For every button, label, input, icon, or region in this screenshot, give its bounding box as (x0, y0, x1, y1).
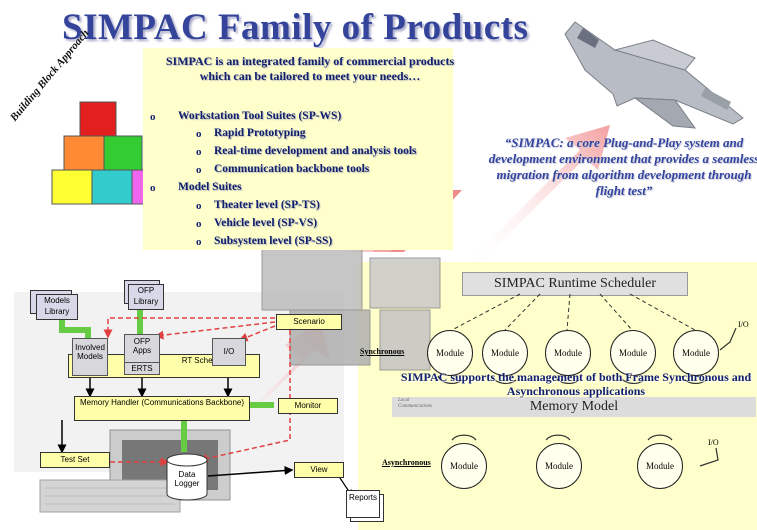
memory-handler-box: Memory Handler (Communications Backbone) (74, 396, 250, 421)
green-arrow-models (59, 318, 91, 338)
bullet-realtime-tools: Real-time development and analysis tools (214, 145, 417, 157)
fighter-jet-image (564, 21, 744, 129)
reports-box: Reports (346, 490, 380, 518)
ofp-library-box: OFP Library (128, 284, 164, 310)
migration-arrow-right (470, 125, 610, 268)
bullet-circle-icon: o (150, 111, 156, 123)
rt-scheduler-label: RT Scheduler (181, 356, 231, 365)
scenario-box: Scenario (276, 314, 342, 330)
involved-models-box: Involved Models (72, 338, 108, 376)
local-communications-label: Local Communications (398, 398, 432, 409)
block-cyan (91, 169, 133, 205)
bullet-circle-icon: o (150, 182, 156, 194)
data-logger-cylinder (166, 453, 208, 501)
monitor-box: Monitor (278, 398, 338, 414)
bullet-model-suites: Model Suites (178, 181, 242, 193)
test-set-box: Test Set (40, 452, 110, 468)
block-yellow (51, 169, 93, 205)
block-green (103, 135, 143, 171)
bullet-vehicle-level: Vehicle level (SP-VS) (214, 217, 318, 229)
bullet-subsystem-level: Subsystem level (SP-SS) (214, 235, 333, 247)
intro-text: SIMPAC is an integrated family of commer… (165, 54, 455, 83)
sync-module-4: Module (610, 330, 656, 376)
simpac-quote: “SIMPAC: a core Plug-and-Play system and… (488, 135, 757, 198)
bullet-rapid-prototyping: Rapid Prototyping (214, 127, 306, 139)
synchronous-label: Synchronous (360, 347, 405, 356)
bullet-theater-level: Theater level (SP-TS) (214, 199, 320, 211)
view-box: View (294, 462, 344, 478)
async-module-2: Module (536, 443, 582, 489)
data-logger-label: Data Logger (174, 470, 200, 488)
sync-module-1: Module (427, 330, 473, 376)
bullet-circle-icon: o (196, 218, 202, 230)
bullet-circle-icon: o (196, 200, 202, 212)
runtime-scheduler-box: SIMPAC Runtime Scheduler (462, 272, 688, 296)
bullet-comm-backbone-tools: Communication backbone tools (214, 163, 370, 175)
simulator-image (261, 239, 441, 371)
description-panel (143, 48, 453, 250)
async-module-1: Module (441, 443, 487, 489)
support-statement: SIMPAC supports the management of both F… (400, 370, 752, 398)
bullet-circle-icon: o (196, 164, 202, 176)
memory-model-label: Memory Model (529, 399, 619, 414)
sync-module-3: Module (545, 330, 591, 376)
sync-module-2: Module (482, 330, 528, 376)
ofp-apps-box: OFP Apps (124, 334, 160, 364)
async-module-3: Module (637, 443, 683, 489)
async-io-label: I/O (708, 438, 719, 447)
bullet-circle-icon: o (196, 236, 202, 248)
asynchronous-label: Asynchronous (382, 458, 431, 467)
io-box: I/O (212, 338, 246, 366)
bullet-workstation-suites: Workstation Tool Suites (SP-WS) (178, 110, 342, 122)
sync-io-label: I/O (738, 320, 749, 329)
bullet-circle-icon: o (196, 146, 202, 158)
bullet-circle-icon: o (196, 128, 202, 140)
sync-module-5: Module (673, 330, 719, 376)
memory-model-bar (392, 397, 756, 417)
erts-box: ERTS (124, 362, 160, 375)
models-library-box: Models Library (36, 294, 78, 320)
page-title: SIMPAC Family of Products (62, 7, 529, 48)
